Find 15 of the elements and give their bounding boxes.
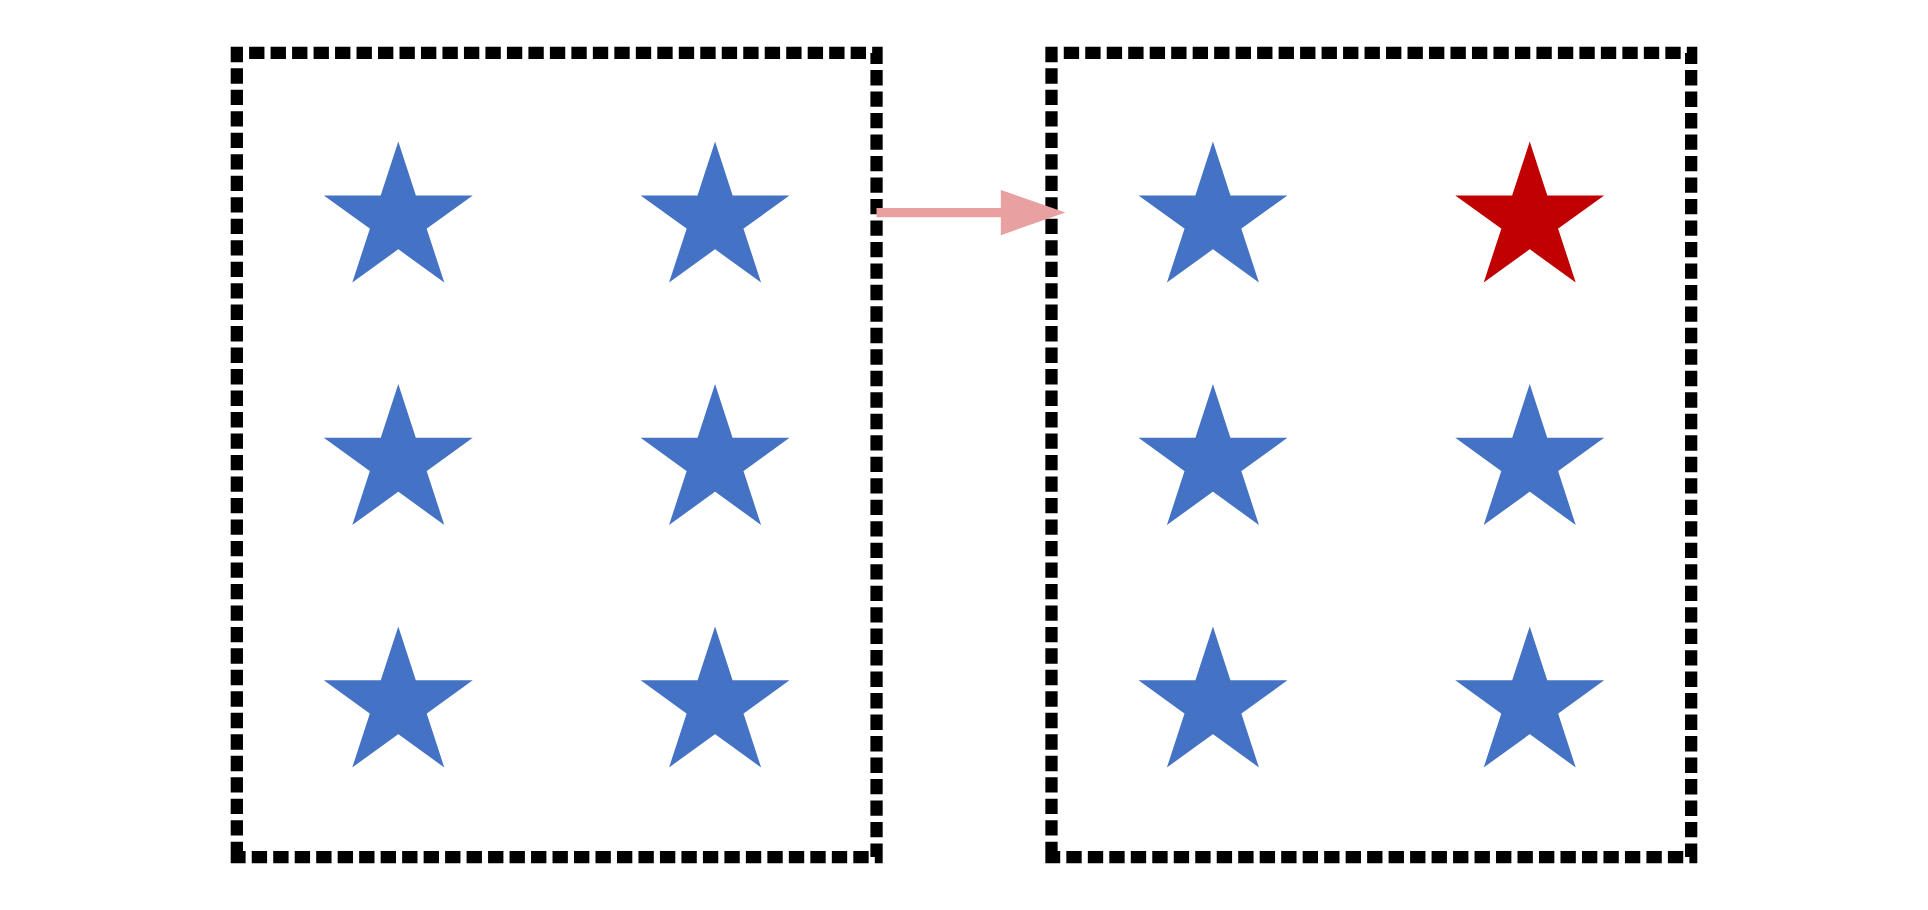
cluster xyxy=(1045,46,1698,864)
node-star xyxy=(1455,626,1605,768)
node-star xyxy=(1138,384,1288,525)
node-star xyxy=(1138,626,1288,768)
node-star xyxy=(640,626,790,768)
arrow xyxy=(876,189,1066,236)
node-star xyxy=(323,384,473,525)
node-star xyxy=(640,384,790,525)
node-star xyxy=(1455,141,1605,283)
cluster xyxy=(230,46,883,864)
node-star xyxy=(640,141,790,283)
node-star xyxy=(1455,384,1605,525)
node-star xyxy=(323,141,473,283)
node-star xyxy=(1138,141,1288,283)
node-star xyxy=(323,626,473,768)
